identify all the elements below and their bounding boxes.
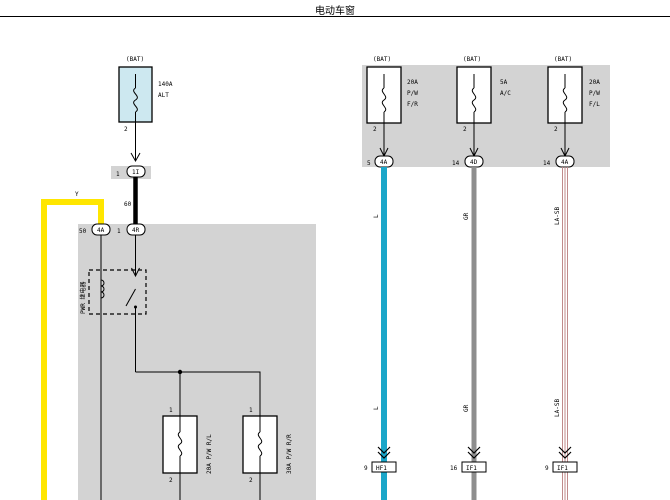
connector-1i-label: 1I	[132, 169, 140, 176]
right-fuse-3-pin: 2	[554, 126, 558, 133]
lower-fuse-1-pin-top: 1	[169, 407, 173, 414]
striped-wire-chevron-2	[558, 451, 572, 459]
lower-fuse-1-pin-bottom: 2	[169, 477, 173, 484]
connector-1i-pin: 1	[116, 171, 120, 178]
relay-connector-4a-label: 4A	[97, 227, 105, 234]
yellow-wire-label: Y	[75, 191, 79, 198]
wire-label-blue-lower: L	[373, 406, 380, 410]
lower-fuse-1-element	[177, 431, 183, 457]
right-fuse-1-line1: P/W	[407, 90, 418, 97]
pwr-relay-box	[88, 269, 147, 315]
main-fuse-source: (BAT)	[126, 56, 144, 63]
bottom-connector-1	[371, 461, 397, 473]
relay-connector-4r-label: 4R	[132, 227, 140, 234]
top-connector-2-label: 4D	[470, 159, 478, 166]
wire-label-striped-lower: LA-SB	[554, 399, 561, 417]
wire-label-gray-lower: GR	[463, 404, 470, 412]
blue-wire-chevron-1	[377, 446, 391, 454]
main-fuse-arrow	[130, 152, 141, 163]
bottom-connector-3	[552, 461, 578, 473]
lower-fuse-2-pin-bottom: 2	[249, 477, 253, 484]
right-fuse-3-line2: F/L	[589, 101, 600, 108]
top-connector-3-pin: 14	[543, 160, 551, 167]
main-fuse-rating: 140A	[158, 81, 173, 88]
right-fuse-1-line2: F/R	[407, 101, 418, 108]
relay-coil-icon	[100, 279, 105, 299]
bottom-connector-2	[461, 461, 487, 473]
bottom-connector-3-label: IF1	[557, 465, 568, 472]
top-connector-2-pin: 14	[452, 160, 460, 167]
relay-connector-4r-pin: 1	[117, 228, 121, 235]
bottom-connector-2-pin: 16	[450, 465, 458, 472]
right-fuse-2-line1: A/C	[500, 90, 511, 97]
right-fuse-2-rating: 5A	[500, 79, 508, 86]
main-feed-wire-gauge: 60	[124, 201, 132, 208]
wire-label-blue-upper: L	[373, 214, 380, 218]
top-connector-1-label: 4A	[380, 159, 388, 166]
bottom-connector-3-pin: 9	[545, 465, 549, 472]
wire-label-striped-upper: LA-SB	[554, 207, 561, 225]
main-fuse-element	[133, 87, 138, 113]
page-title: 电动车窗	[315, 6, 355, 17]
right-fuse-3-source: (BAT)	[554, 56, 572, 63]
right-fuse-1-source: (BAT)	[373, 56, 391, 63]
main-fuse-name: ALT	[158, 92, 169, 99]
lower-fuse-2-element	[257, 431, 263, 457]
bottom-connector-1-label: HF1	[376, 465, 387, 472]
gray-wire-chevron-1	[467, 446, 481, 454]
top-connector-3-label: 4A	[561, 159, 569, 166]
wire-label-gray-upper: GR	[463, 212, 470, 220]
right-fuse-3-rating: 20A	[589, 79, 600, 86]
right-fuse-2-source: (BAT)	[463, 56, 481, 63]
striped-wire-chevron-1	[558, 446, 572, 454]
right-fuse-1-rating: 20A	[407, 79, 418, 86]
bottom-connector-2-label: IF1	[466, 465, 477, 472]
blue-wire-chevron-2	[377, 451, 391, 459]
right-fuse-2-pin: 2	[463, 126, 467, 133]
right-fuse-3-element	[562, 87, 568, 113]
relay-switch-arrow	[131, 267, 140, 278]
right-fuse-3-line1: P/W	[589, 90, 600, 97]
gray-wire-chevron-2	[467, 451, 481, 459]
relay-switch-contact	[125, 288, 136, 307]
right-fuse-2-element	[471, 87, 477, 113]
striped-wire	[562, 167, 568, 500]
right-fuse-1-pin: 2	[373, 126, 377, 133]
lower-fuse-1-label: 20A P/W R/L	[206, 434, 213, 474]
right-fuse-1-element	[381, 87, 387, 113]
bottom-connector-1-pin: 9	[364, 465, 368, 472]
top-connector-1-pin: 5	[367, 160, 371, 167]
relay-label: PWR 继电器	[79, 282, 87, 314]
relay-bus-wire	[135, 371, 261, 416]
relay-connector-4a-pin: 50	[79, 228, 87, 235]
main-fuse-pin: 2	[124, 126, 128, 133]
yellow-wire	[41, 199, 104, 500]
lower-fuse-2-pin-top: 1	[249, 407, 253, 414]
title-rule	[0, 16, 670, 17]
lower-fuse-2-label: 30A P/W R/R	[286, 434, 293, 474]
